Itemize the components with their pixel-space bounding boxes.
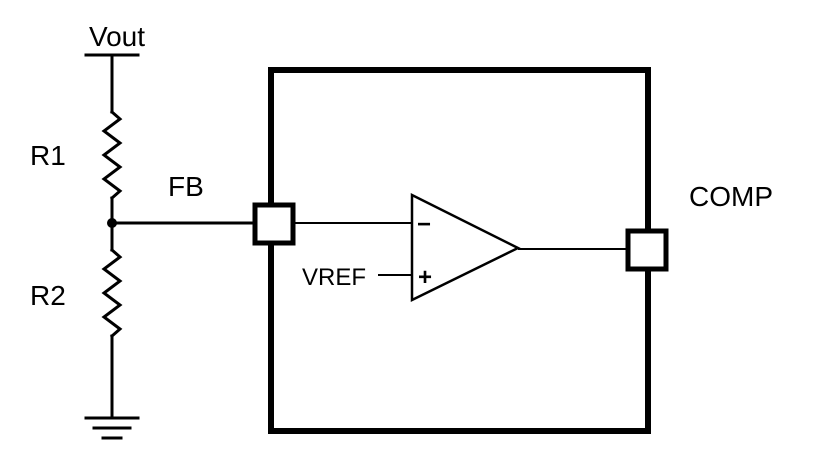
vref-label: VREF	[302, 264, 366, 291]
non-inverting-input-symbol: +	[418, 264, 432, 291]
inverting-input-symbol: −	[417, 211, 431, 238]
comp-label: COMP	[689, 181, 773, 212]
fb-label: FB	[168, 171, 204, 202]
resistor-r1	[101, 109, 123, 201]
fb-pin	[252, 202, 296, 246]
ground-icon	[84, 416, 140, 440]
comp-pin	[625, 228, 669, 272]
error-amplifier	[410, 192, 521, 303]
r2-label: R2	[30, 280, 66, 311]
resistor-r2	[101, 247, 123, 339]
vout-label: Vout	[89, 21, 145, 52]
r1-label: R1	[30, 140, 66, 171]
